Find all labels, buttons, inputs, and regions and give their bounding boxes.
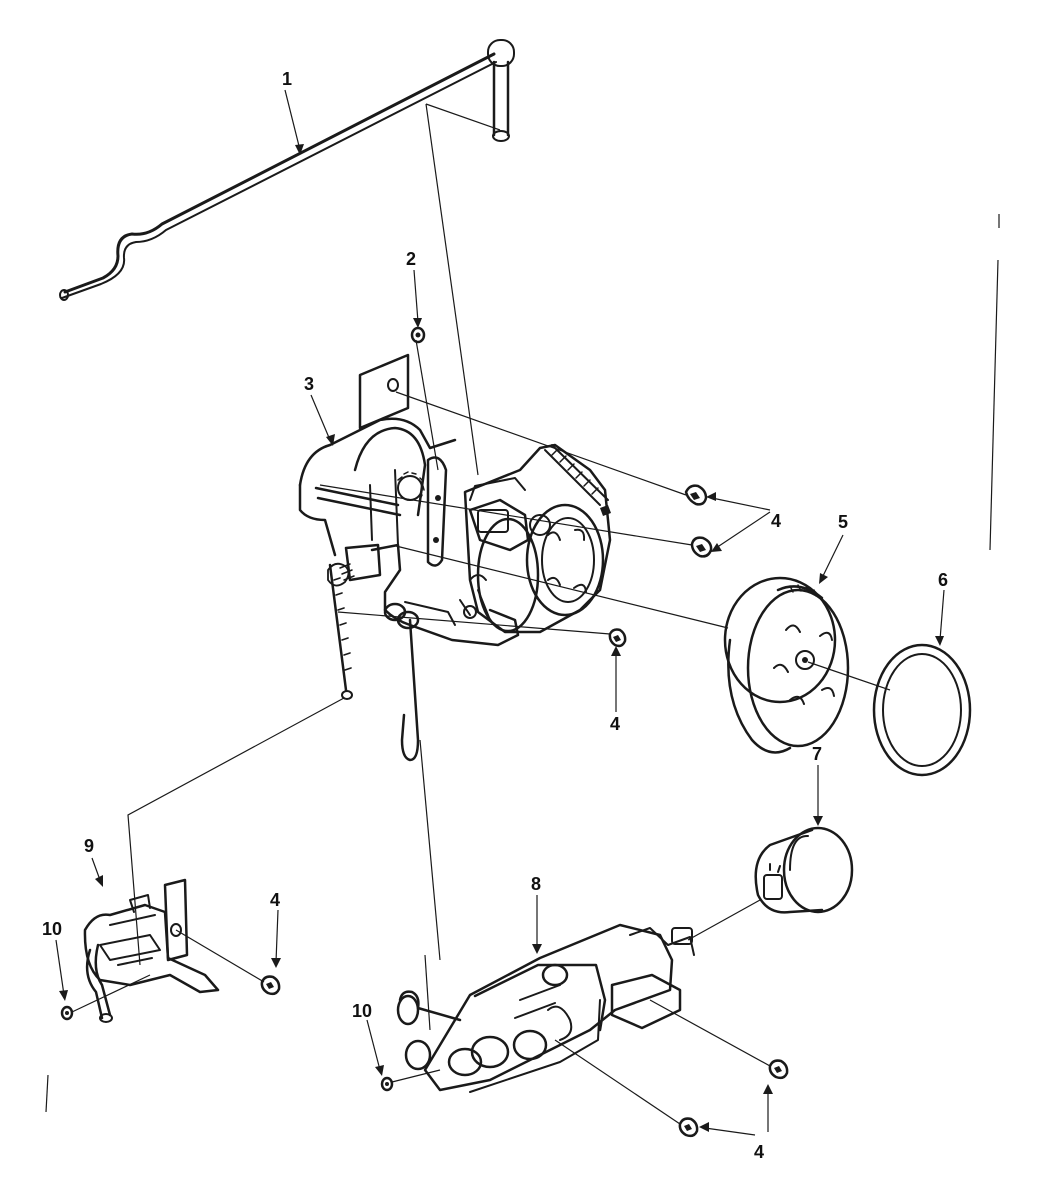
screw-middle	[608, 628, 627, 648]
callout-3: 3	[304, 374, 314, 394]
callouts: 1 2 3 4 4 4 4 5 6 7 8 9 10 10	[42, 69, 948, 1162]
drive-wheel	[723, 576, 850, 754]
motor-cap	[754, 826, 854, 914]
screw-lower-a	[768, 1059, 789, 1080]
callout-9: 9	[84, 836, 94, 856]
screw-lower-b	[678, 1117, 699, 1138]
callout-2: 2	[406, 249, 416, 269]
nut-left	[60, 1005, 74, 1021]
small-nut	[410, 326, 426, 344]
motor-gear-assembly	[298, 353, 612, 647]
callout-5: 5	[838, 512, 848, 532]
screw-upper-a	[684, 484, 708, 506]
linkage-rod	[59, 39, 515, 301]
switch-bracket	[83, 878, 220, 1023]
callout-4-lower: 4	[754, 1142, 764, 1162]
callout-4-middle: 4	[610, 714, 620, 734]
border-marks	[45, 214, 1000, 1113]
spring-rod	[328, 563, 353, 700]
callout-6: 6	[938, 570, 948, 590]
lower-switch-assembly	[396, 923, 695, 1093]
callout-1: 1	[282, 69, 292, 89]
guide-lines	[71, 103, 891, 1125]
callout-10-lower: 10	[352, 1001, 372, 1021]
nut-lower	[380, 1076, 394, 1092]
wire-hook	[400, 618, 420, 762]
callout-7: 7	[812, 744, 822, 764]
callout-arrows	[55, 89, 945, 1136]
screw-upper-b	[690, 536, 713, 558]
callout-10-left: 10	[42, 919, 62, 939]
callout-4-left: 4	[270, 890, 280, 910]
tire-ring	[872, 643, 972, 777]
callout-4-upper: 4	[771, 511, 781, 531]
screw-left	[260, 975, 281, 996]
callout-8: 8	[531, 874, 541, 894]
